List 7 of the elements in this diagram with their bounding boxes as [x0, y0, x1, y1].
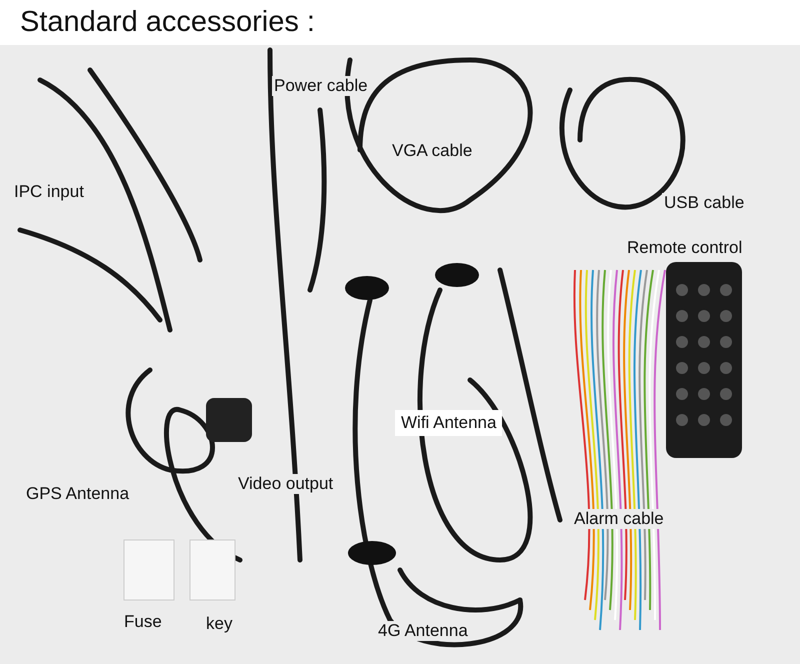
part-label: Wifi Antenna — [395, 410, 502, 436]
title: Standard accessories : — [20, 6, 315, 39]
part-label: Alarm cable — [572, 509, 666, 530]
part-label: key — [204, 614, 234, 634]
part-label: Power cable — [272, 76, 370, 96]
part-label: 4G Antenna — [376, 621, 470, 642]
part-label: Video output — [236, 474, 336, 494]
